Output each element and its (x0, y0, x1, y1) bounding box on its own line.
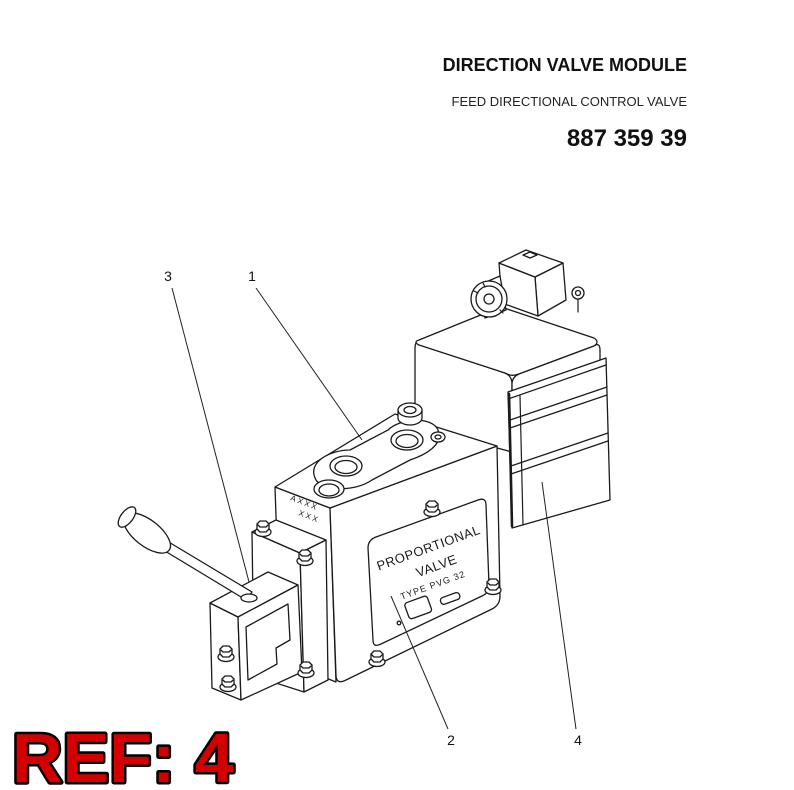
port-b-bore (395, 433, 419, 449)
lever-knob-end (117, 506, 137, 528)
callout-4: 4 (574, 732, 582, 748)
port-p-bore (318, 483, 340, 497)
bolt-head-top (486, 578, 500, 586)
indicator-window (404, 595, 433, 620)
connector-top-face (498, 249, 564, 278)
lever-shaft (159, 540, 253, 601)
coil-dark-edge (507, 392, 514, 528)
leader-line-1 (255, 287, 363, 441)
callout-2: 2 (447, 732, 455, 748)
plug-center (434, 434, 442, 440)
callout-3: 3 (164, 268, 172, 284)
solenoid-actuator (414, 249, 611, 529)
bolt-head-top (299, 661, 313, 669)
port-a-bore (334, 459, 358, 475)
din-connector (470, 249, 585, 319)
connector-pin (522, 251, 538, 259)
coil-rib-edge (519, 395, 524, 526)
bolt (254, 520, 272, 538)
coil-band-line (510, 440, 609, 475)
bolt (423, 500, 441, 518)
bolt-head-top (256, 520, 270, 528)
solenoid-coil-section (507, 357, 611, 529)
bolt-head-top (425, 500, 439, 508)
bolt-head-top (298, 549, 312, 557)
bolt (484, 578, 502, 596)
diagram-subtitle: FEED DIRECTIONAL CONTROL VALVE (452, 94, 688, 109)
coil-band-line (509, 394, 608, 429)
bolt-head-top (221, 675, 235, 683)
gland-knurl-mark (482, 282, 486, 288)
gland-knurl-mark (473, 290, 479, 294)
connector-screw-center (574, 289, 582, 297)
part-number: 887 359 39 (567, 125, 687, 152)
callout-1: 1 (248, 268, 256, 284)
bolt-head-top (370, 650, 384, 658)
valve-main-block: PROPORTIONAL VALVE TYPE PVG 32 AXXX XXX (274, 402, 501, 683)
bolts (217, 500, 502, 693)
bolt (297, 661, 315, 679)
header: DIRECTION VALVE MODULE FEED DIRECTIONAL … (443, 55, 688, 152)
coil-band-line (509, 386, 608, 421)
indicator-slot (439, 591, 461, 605)
reference-label: REF: 4 (12, 719, 234, 790)
lever-boot (240, 593, 258, 603)
callouts: 3 1 2 4 (164, 268, 582, 748)
nameplate-rivet (396, 620, 402, 626)
bolt (368, 650, 386, 668)
pilot-boss-bore (403, 405, 417, 415)
leader-line-3 (171, 287, 250, 583)
leader-line-2 (390, 595, 449, 730)
gland-knurl-mark (499, 309, 504, 314)
cable-gland-bore (483, 293, 495, 305)
coil-flange-line (507, 364, 607, 400)
manual-lever-section (117, 506, 329, 701)
leader-lines (171, 287, 577, 730)
bolt (296, 549, 314, 567)
adapter-front-face (299, 539, 329, 693)
leader-line-4 (541, 481, 577, 730)
diagram-title: DIRECTION VALVE MODULE (443, 55, 687, 75)
lever-slot-recess (245, 603, 291, 681)
coil-band-line (510, 432, 609, 467)
bolt-head-top (219, 645, 233, 653)
bolt (219, 675, 237, 693)
bolt (217, 645, 235, 663)
